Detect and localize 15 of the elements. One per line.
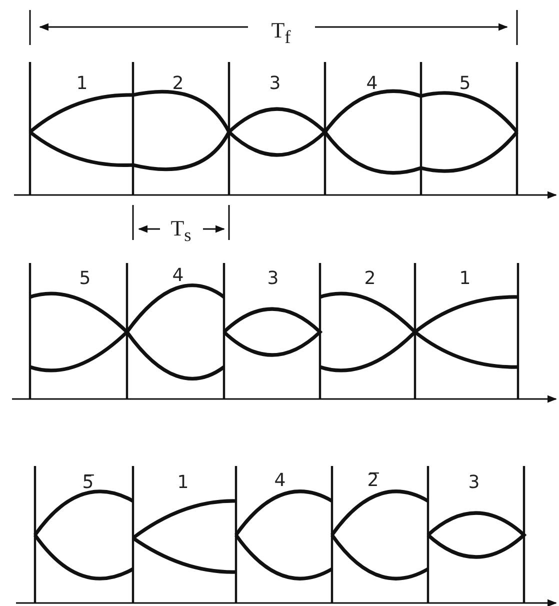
pulse-number: 2̅: [367, 472, 379, 490]
pulse-number: 3: [468, 474, 480, 492]
pulse-number: 3: [269, 75, 281, 93]
pulse-number: 4: [274, 472, 286, 490]
pulse-number: 5: [459, 75, 471, 93]
pulse-number: 2: [364, 270, 376, 288]
pulse-number: 1: [76, 75, 88, 93]
pulse-number: 1: [177, 474, 189, 492]
pulse-number: 4: [172, 267, 184, 285]
pulse-number: 4: [366, 75, 378, 93]
pulse-number: 5̅: [82, 474, 94, 492]
pulse-number: 1: [459, 270, 471, 288]
pulse-number: 2: [172, 75, 184, 93]
pulse-number: 3: [267, 270, 279, 288]
pulse-number: 5: [79, 270, 91, 288]
